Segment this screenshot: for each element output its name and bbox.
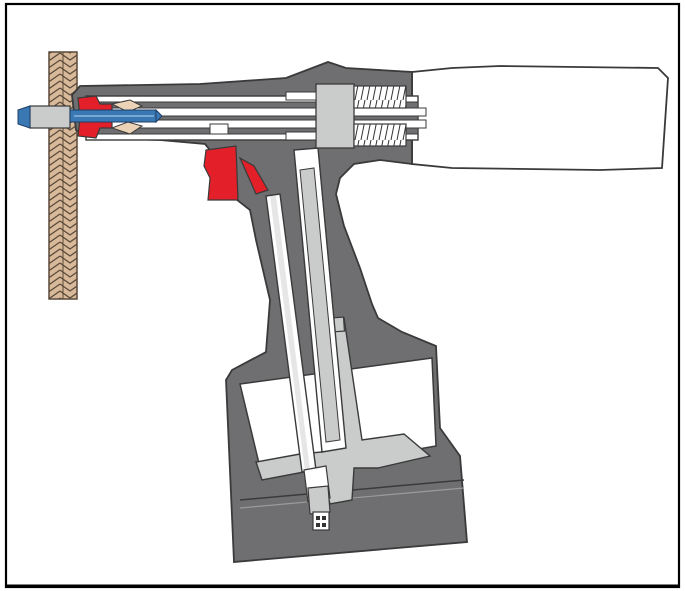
mandrel-collector (303, 465, 331, 531)
hydraulic-tube (265, 147, 347, 473)
jaws (110, 99, 144, 135)
rivet (17, 105, 163, 129)
pulling-head (85, 83, 427, 149)
workpiece-plate (48, 51, 78, 300)
rear-cap (411, 65, 669, 171)
trigger (203, 145, 269, 201)
